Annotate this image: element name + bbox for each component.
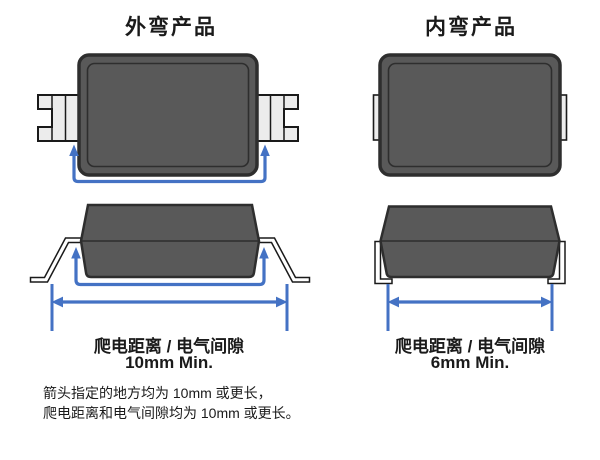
right-side-jlead-left-icon [374, 240, 393, 285]
left-top-package-body [77, 53, 259, 177]
left-top-lead-left-icon [37, 94, 80, 142]
left-top-package-inner-line [86, 62, 250, 168]
up-arrowhead-icon [260, 144, 270, 156]
right-top-view [372, 53, 568, 177]
footnote-line-2: 爬电距离和电气间隙均为 10mm 或更长。 [43, 405, 300, 421]
left-side-gullwing-lead-right-icon [258, 237, 311, 283]
up-arrowhead-icon [69, 144, 79, 156]
left-top-lead-right-icon [256, 94, 299, 142]
creepage-path-arrow-icon [74, 255, 266, 287]
left-top-view [37, 53, 299, 184]
left-arrowhead-icon [51, 296, 63, 308]
left-dimension-label: 爬电距离 / 电气间隙 [93, 337, 245, 356]
left-product-title: 外弯产品 [125, 16, 217, 39]
right-arrowhead-icon [276, 296, 288, 308]
right-product-title: 内弯产品 [425, 16, 517, 39]
left-arrowhead-icon [387, 296, 399, 308]
creepage-path-arrow-icon [72, 153, 267, 184]
right-arrowhead-icon [541, 296, 553, 308]
footnote: 箭头指定的地方均为 10mm 或更长， 爬电距离和电气间隙均为 10mm 或更长… [43, 383, 300, 423]
up-arrowhead-icon [259, 247, 269, 259]
up-arrowhead-icon [71, 247, 81, 259]
right-side-jlead-right-icon [547, 240, 566, 285]
left-side-gullwing-lead-left-icon [29, 237, 82, 283]
right-top-package-inner-line [387, 62, 553, 168]
footnote-line-1: 箭头指定的地方均为 10mm 或更长， [43, 385, 272, 401]
right-top-package-body [378, 53, 562, 177]
right-dimension-label: 爬电距离 / 电气间隙 [394, 337, 546, 356]
left-dimension-value: 10mm Min. [125, 353, 213, 372]
right-side-view [374, 205, 566, 331]
right-dimension-value: 6mm Min. [430, 353, 510, 372]
left-side-view [29, 203, 311, 331]
